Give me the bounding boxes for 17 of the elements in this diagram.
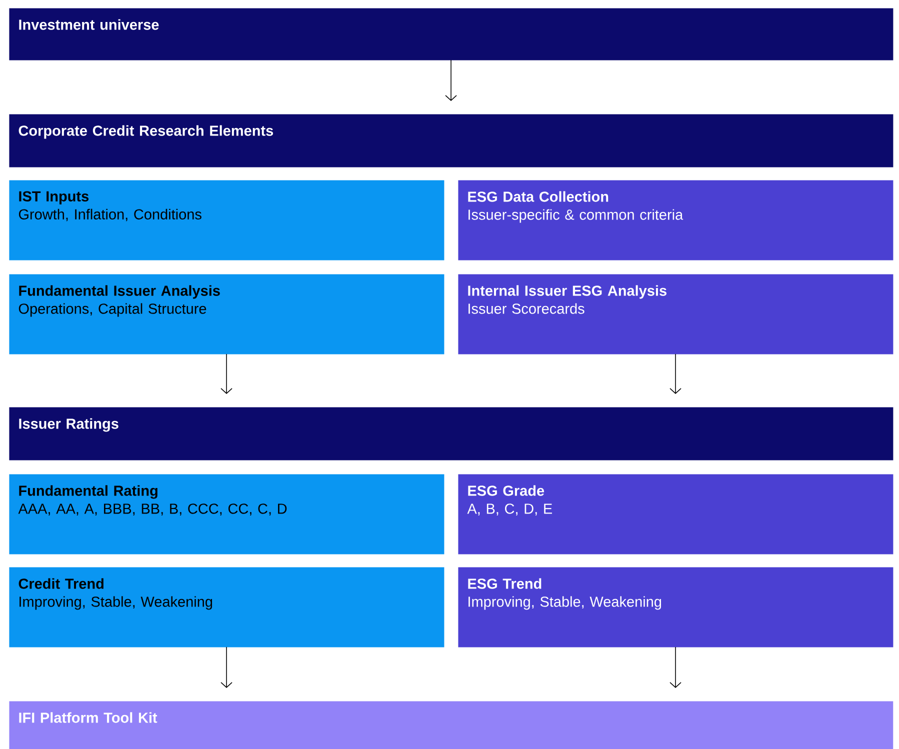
info-box: ESG Data Collection Issuer-specific & common criteria bbox=[458, 180, 894, 260]
info-box: ESG Trend Improving, Stable, Weakening bbox=[458, 567, 894, 648]
info-box: Fundamental Issuer Analysis Operations, Capital Structure bbox=[9, 274, 444, 354]
arrow bbox=[220, 646, 232, 688]
info-box: Internal Issuer ESG Analysis Issuer Scorecards bbox=[458, 274, 894, 354]
arrow bbox=[670, 646, 682, 688]
info-box: IST Inputs Growth, Inflation, Conditions bbox=[9, 180, 444, 260]
footer-bar: IFI Platform Tool Kit bbox=[9, 701, 894, 749]
header-bar: Corporate Credit Research Elements bbox=[9, 114, 894, 168]
arrow bbox=[670, 354, 682, 394]
info-box: Credit Trend Improving, Stable, Weakening bbox=[9, 567, 444, 648]
header-bar: Investment universe bbox=[9, 8, 894, 60]
arrow bbox=[445, 60, 457, 101]
info-box: ESG Grade A, B, C, D, E bbox=[458, 474, 894, 554]
info-box: Fundamental Rating AAA, AA, A, BBB, BB, B, CCC, CC, C, D bbox=[9, 474, 444, 554]
arrow bbox=[220, 354, 232, 394]
header-bar: Issuer Ratings bbox=[9, 407, 894, 460]
